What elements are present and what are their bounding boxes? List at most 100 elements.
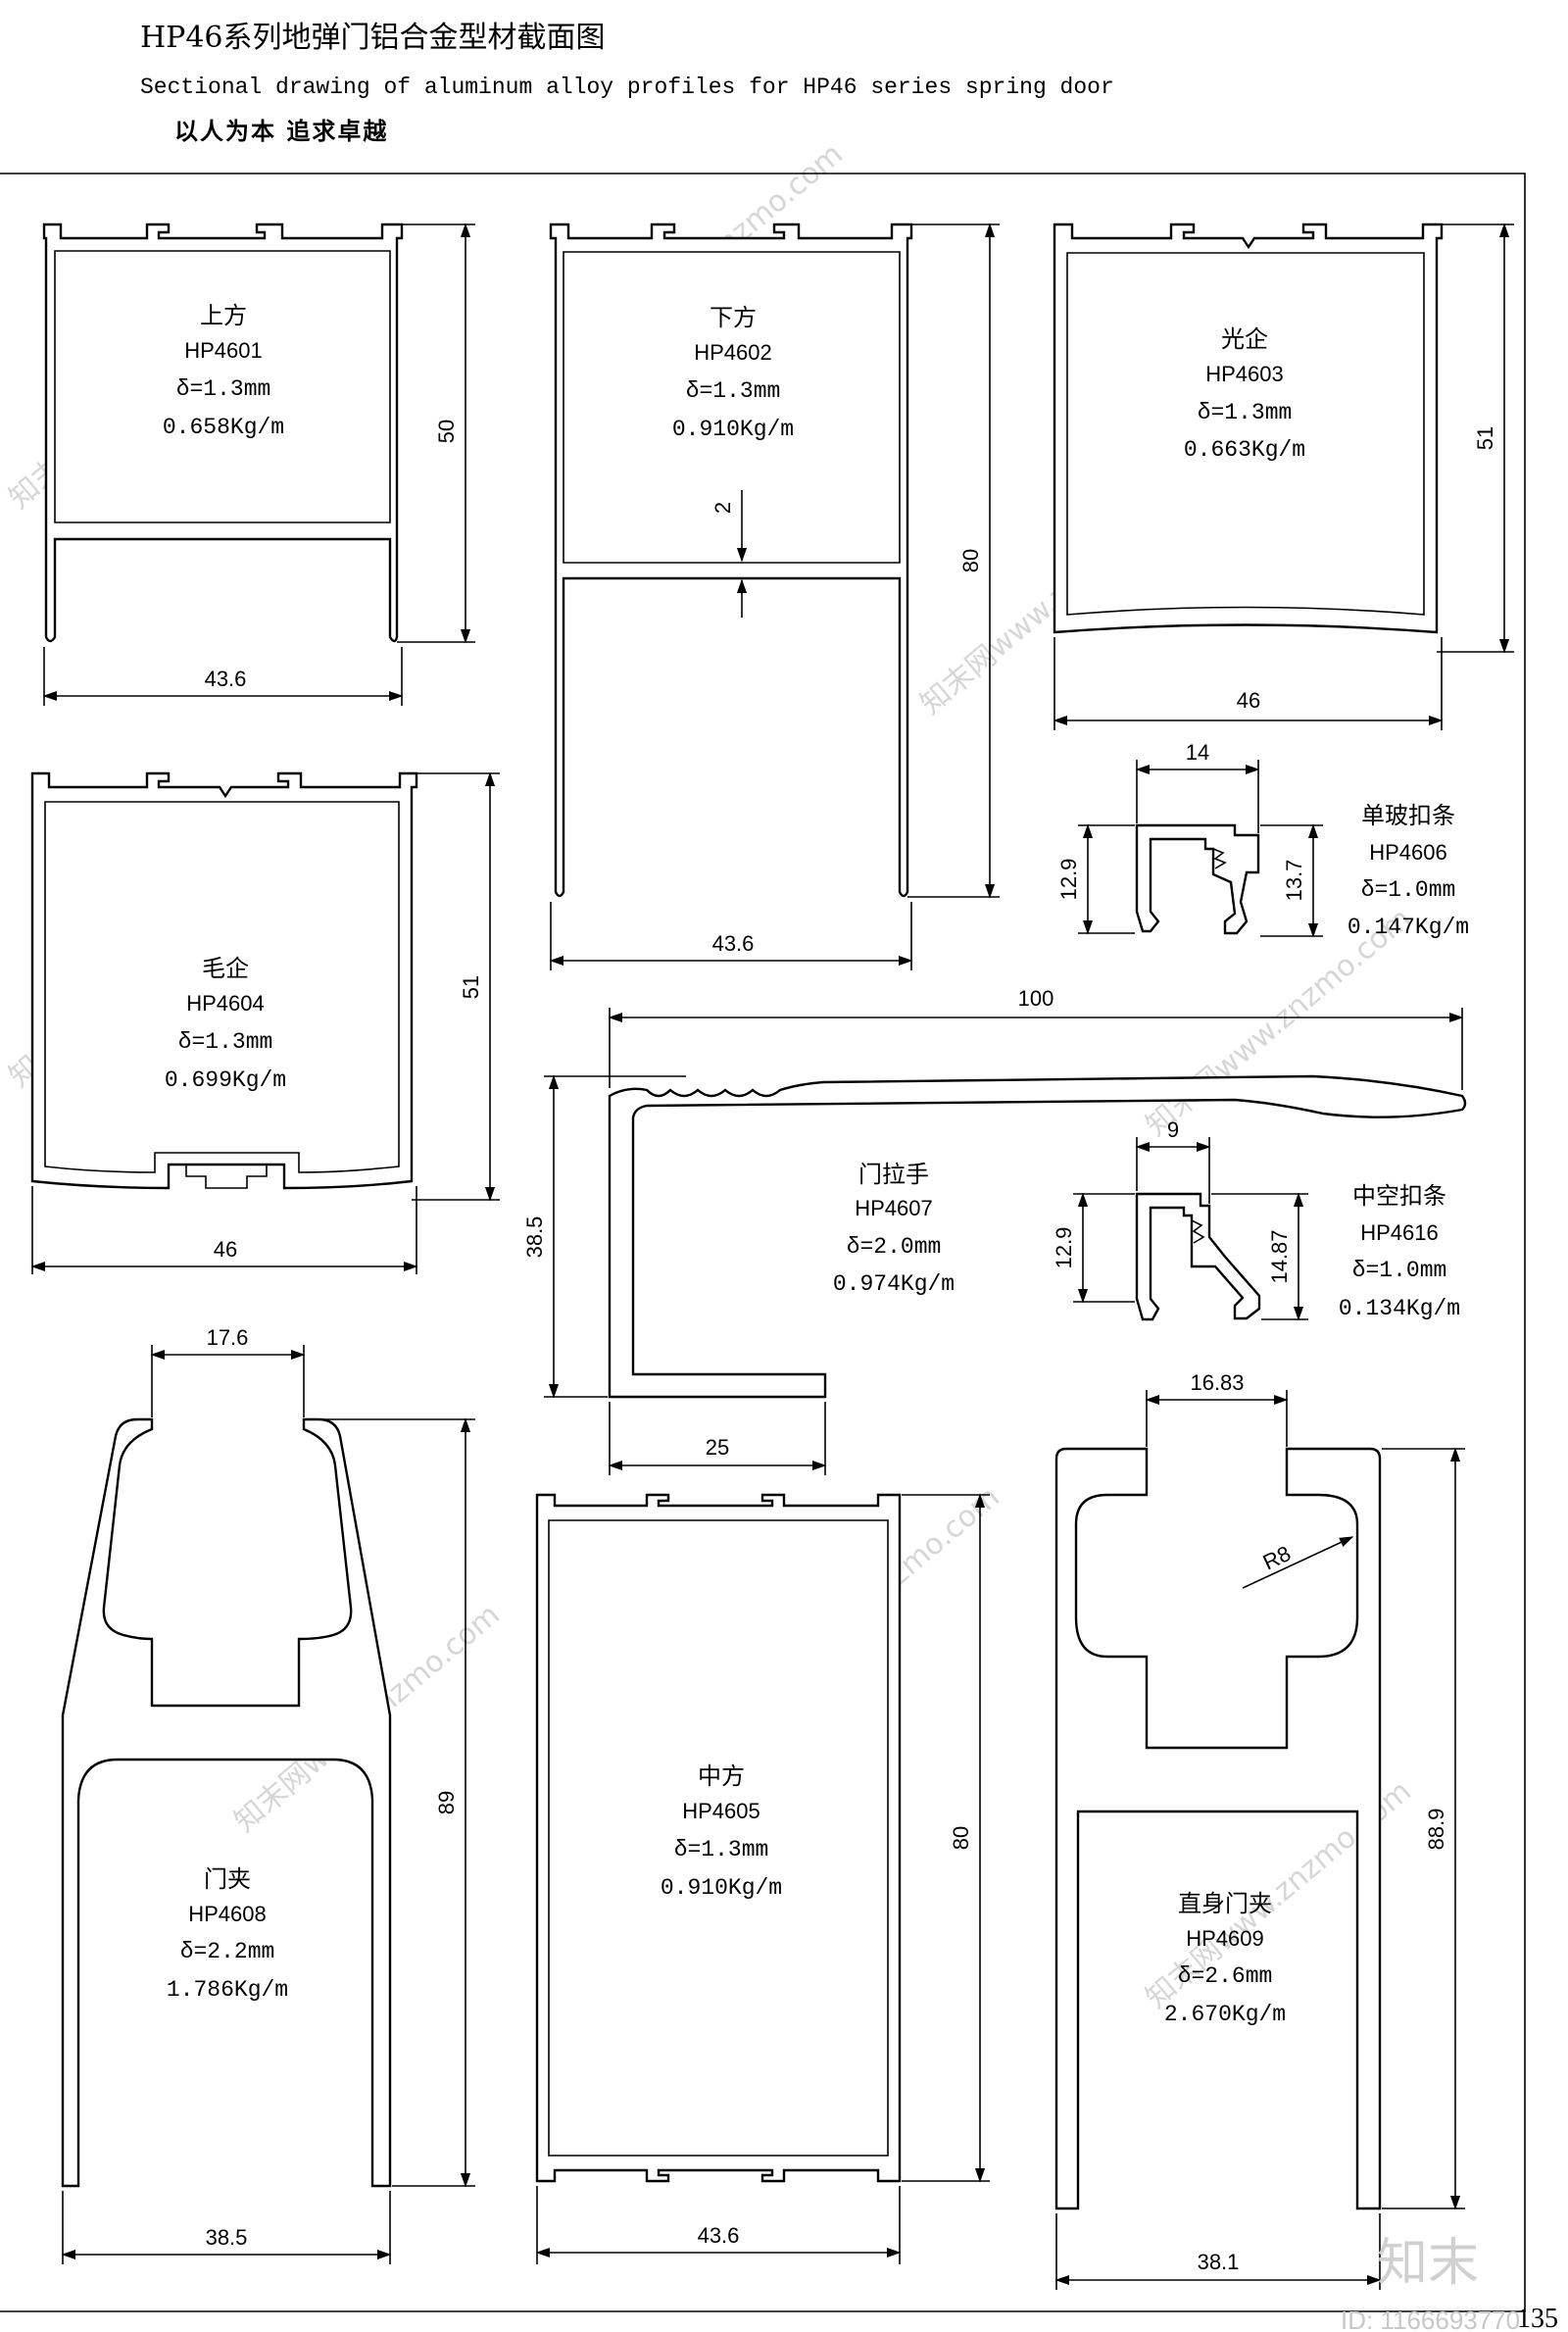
page-title: HP46系列地弹门铝合金型材截面图 bbox=[140, 21, 606, 55]
profile-hp4602-outline bbox=[549, 223, 913, 898]
profile-hp4608-outline bbox=[61, 1417, 392, 2188]
profile-hp4609-outline bbox=[1054, 1447, 1382, 2210]
hp4606-dim-width-label: 14 bbox=[1186, 740, 1209, 765]
hp4606-weight: 0.147Kg/m bbox=[1348, 915, 1469, 940]
hp4607-dim-width: 25 bbox=[608, 1402, 827, 1475]
hp4606-dim-right: 13.7 bbox=[1260, 823, 1323, 938]
hp4604-name: 毛企 bbox=[202, 955, 249, 982]
hp4604-dim-height-label: 51 bbox=[459, 975, 483, 999]
watermark-logo: 知末 bbox=[1377, 2234, 1479, 2293]
hp4608-weight: 1.786Kg/m bbox=[167, 1977, 288, 2003]
hp4601-weight: 0.658Kg/m bbox=[163, 415, 284, 440]
hp4616-thickness: δ=1.0mm bbox=[1352, 1258, 1447, 1283]
hp4603-dim-width: 46 bbox=[1053, 637, 1444, 730]
hp4602-name: 下方 bbox=[710, 304, 757, 331]
hp4609-thickness: δ=2.6mm bbox=[1178, 1963, 1273, 1989]
hp4607-dim-width-label: 25 bbox=[706, 1435, 729, 1460]
profile-hp4601-outline bbox=[42, 223, 404, 643]
hp4616-dim-right-label: 14.87 bbox=[1267, 1229, 1292, 1283]
hp4603-name: 光企 bbox=[1221, 325, 1268, 353]
hp4609-radius-label: R8 bbox=[1259, 1541, 1295, 1575]
profile-hp4616-teeth bbox=[1191, 1219, 1205, 1244]
hp4605-code: HP4605 bbox=[682, 1799, 760, 1823]
hp4608-dim-width: 38.5 bbox=[61, 2191, 392, 2264]
profile-hp4616: 中空扣条 HP4616 δ=1.0mm 0.134Kg/m 9 12.9 14.… bbox=[1052, 1117, 1460, 1321]
hp4605-dim-height: 80 bbox=[902, 1493, 990, 2183]
hp4604-dim-height: 51 bbox=[412, 771, 500, 1202]
hp4609-weight: 2.670Kg/m bbox=[1164, 2002, 1286, 2027]
hp4604-dim-width-label: 46 bbox=[214, 1237, 237, 1262]
hp4608-dim-height: 89 bbox=[320, 1417, 475, 2188]
hp4608-dim-height-label: 89 bbox=[434, 1791, 459, 1814]
hp4609-dim-top: 16.83 bbox=[1145, 1370, 1289, 1447]
hp4607-dim-height-label: 38.5 bbox=[522, 1216, 547, 1259]
hp4604-thickness: δ=1.3mm bbox=[178, 1029, 273, 1055]
hp4605-name: 中方 bbox=[698, 1762, 745, 1790]
profile-hp4606: 单玻扣条 HP4606 δ=1.0mm 0.147Kg/m 14 12.9 13… bbox=[1056, 740, 1469, 940]
profile-hp4607: 门拉手 HP4607 δ=2.0mm 0.974Kg/m 100 38.5 25 bbox=[522, 986, 1467, 1475]
hp4601-dim-height-label: 50 bbox=[434, 420, 459, 443]
profile-hp4607-outline bbox=[608, 1074, 1467, 1399]
hp4602-dim-wall-label: 2 bbox=[710, 502, 735, 514]
hp4602-dim-height: 80 bbox=[907, 223, 1000, 899]
profile-hp4606-teeth bbox=[1212, 848, 1227, 869]
hp4609-dim-width: 38.1 bbox=[1054, 2213, 1382, 2290]
hp4602-dim-width-label: 43.6 bbox=[712, 931, 755, 956]
page-subtitle: Sectional drawing of aluminum alloy prof… bbox=[140, 74, 1114, 100]
hp4603-dim-height: 51 bbox=[1437, 223, 1514, 654]
hp4608-thickness: δ=2.2mm bbox=[180, 1939, 275, 1964]
hp4602-dim-height-label: 80 bbox=[958, 549, 983, 572]
profile-hp4604-outline bbox=[30, 771, 418, 1190]
hp4608-dim-top: 17.6 bbox=[150, 1325, 306, 1417]
hp4607-dim-height: 38.5 bbox=[522, 1074, 686, 1399]
profile-hp4603: 光企 HP4603 δ=1.3mm 0.663Kg/m 51 46 bbox=[1053, 223, 1514, 730]
profile-hp4602-cavity bbox=[563, 251, 901, 564]
hp4604-weight: 0.699Kg/m bbox=[165, 1067, 286, 1093]
hp4603-weight: 0.663Kg/m bbox=[1184, 437, 1305, 463]
profile-hp4604-cavity bbox=[44, 801, 400, 1173]
hp4616-weight: 0.134Kg/m bbox=[1339, 1296, 1460, 1321]
hp4601-dim-height: 50 bbox=[397, 223, 475, 644]
profile-hp4603-outline bbox=[1053, 223, 1444, 634]
hp4602-weight: 0.910Kg/m bbox=[672, 417, 794, 442]
hp4609-dim-top-label: 16.83 bbox=[1190, 1370, 1244, 1395]
hp4601-name: 上方 bbox=[200, 302, 247, 329]
hp4606-code: HP4606 bbox=[1369, 840, 1447, 865]
profile-hp4604-slot bbox=[185, 1165, 268, 1189]
profile-hp4609: R8 直身门夹 HP4609 δ=2.6mm 2.670Kg/m 16.83 8… bbox=[1054, 1370, 1465, 2290]
hp4602-thickness: δ=1.3mm bbox=[686, 378, 781, 404]
profile-hp4605: 中方 HP4605 δ=1.3mm 0.910Kg/m 80 43.6 bbox=[535, 1493, 990, 2264]
hp4606-dim-left-label: 12.9 bbox=[1056, 859, 1081, 901]
hp4609-dim-width-label: 38.1 bbox=[1198, 2250, 1240, 2274]
page-number: 135 bbox=[1517, 2304, 1558, 2332]
hp4609-dim-height-label: 88.9 bbox=[1424, 1809, 1448, 1851]
hp4607-code: HP4607 bbox=[855, 1196, 933, 1220]
hp4606-dim-width: 14 bbox=[1135, 740, 1260, 833]
hp4603-dim-height-label: 51 bbox=[1473, 426, 1497, 450]
hp4606-dim-left: 12.9 bbox=[1056, 823, 1135, 935]
hp4616-dim-right: 14.87 bbox=[1211, 1192, 1308, 1321]
hp4601-dim-width-label: 43.6 bbox=[205, 667, 247, 691]
hp4616-code: HP4616 bbox=[1360, 1220, 1439, 1245]
profile-hp4602: 下方 HP4602 δ=1.3mm 0.910Kg/m 2 80 43.6 bbox=[549, 223, 1000, 970]
hp4609-code: HP4609 bbox=[1186, 1926, 1264, 1951]
hp4601-thickness: δ=1.3mm bbox=[176, 376, 271, 402]
hp4605-dim-height-label: 80 bbox=[949, 1826, 973, 1850]
hp4603-dim-width-label: 46 bbox=[1237, 688, 1260, 713]
watermark-id: ID: 1166693770 bbox=[1341, 2306, 1520, 2332]
hp4616-dim-width-label: 9 bbox=[1167, 1117, 1179, 1142]
profile-hp4601: 上方 HP4601 δ=1.3mm 0.658Kg/m 50 43.6 bbox=[42, 223, 475, 706]
hp4608-dim-top-label: 17.6 bbox=[207, 1325, 249, 1350]
hp4616-dim-left-label: 12.9 bbox=[1052, 1227, 1076, 1269]
profile-hp4616-outline bbox=[1135, 1192, 1261, 1321]
hp4606-dim-right-label: 13.7 bbox=[1282, 860, 1306, 902]
hp4616-dim-left: 12.9 bbox=[1052, 1192, 1135, 1304]
hp4607-name: 门拉手 bbox=[858, 1161, 929, 1188]
hp4605-dim-width-label: 43.6 bbox=[698, 2223, 740, 2248]
slogan: 以人为本 追求卓越 bbox=[174, 118, 388, 145]
profile-hp4605-cavity bbox=[548, 1519, 889, 2157]
hp4604-dim-width: 46 bbox=[30, 1186, 418, 1274]
profile-hp4603-cavity bbox=[1066, 252, 1425, 616]
hp4609-name: 直身门夹 bbox=[1178, 1890, 1272, 1917]
